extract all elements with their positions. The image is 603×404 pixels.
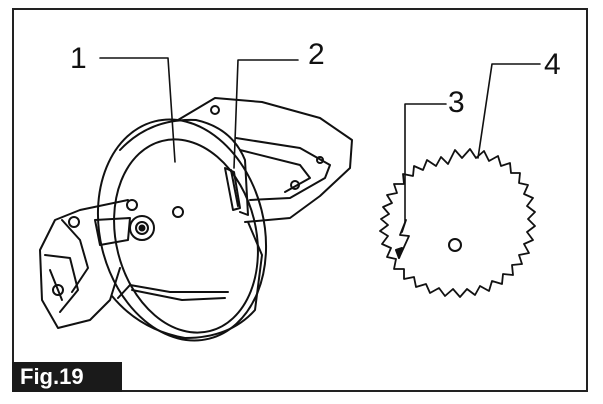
callout-4: 4 bbox=[544, 48, 561, 81]
callout-3: 3 bbox=[448, 86, 465, 119]
callout-1: 1 bbox=[70, 42, 87, 75]
figure-label: Fig.19 bbox=[12, 362, 122, 392]
callout-2: 2 bbox=[308, 38, 325, 71]
figure-frame bbox=[12, 8, 588, 392]
